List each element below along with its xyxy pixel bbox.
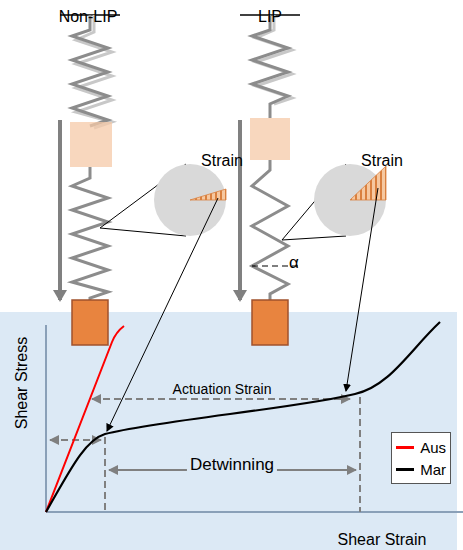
legend-box: AusMar	[391, 432, 451, 484]
legend-row: Mar	[396, 458, 446, 480]
axis-title: Shear Strain	[338, 531, 427, 549]
magnifier-label: Strain	[201, 152, 243, 170]
figure-title: Non-LIP	[59, 8, 118, 26]
legend-swatch	[396, 468, 414, 471]
dimension-label: Detwinning	[187, 455, 277, 475]
axis-title: Shear Stress	[13, 337, 31, 429]
legend-swatch	[396, 446, 414, 449]
dimension-label: Actuation Strain	[170, 381, 275, 397]
angle-label: α	[289, 253, 299, 273]
legend-row: Aus	[396, 436, 446, 458]
magnifier-label: Strain	[361, 152, 403, 170]
figure-title: LIP	[258, 8, 282, 26]
legend-text: Mar	[420, 461, 446, 478]
legend-text: Aus	[420, 439, 446, 456]
